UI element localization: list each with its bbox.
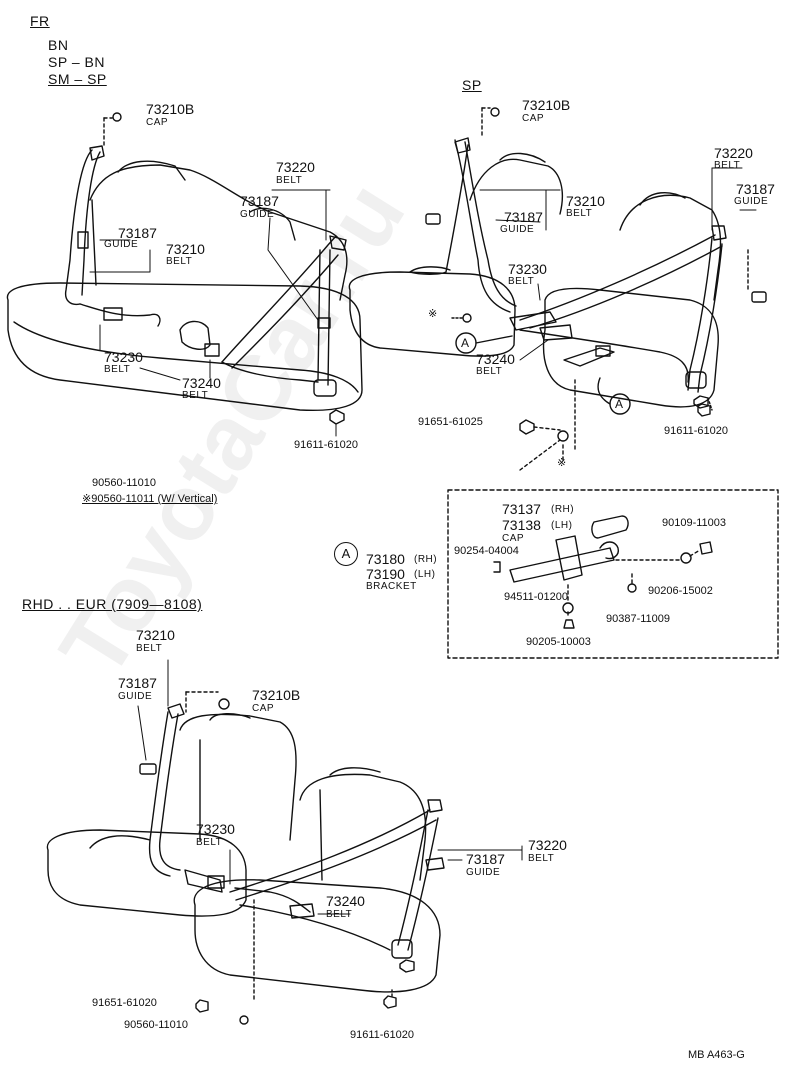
fr-belt-73220-number: 73220 bbox=[276, 159, 315, 175]
fr-belt-73220-name: BELT bbox=[276, 175, 303, 186]
fr-guide-right-number: 73187 bbox=[240, 193, 279, 209]
rhd-seat-drawing bbox=[46, 691, 445, 1025]
rhd-belt-73240-number: 73240 bbox=[326, 893, 365, 909]
bracket-cap-lh-number: 73138 bbox=[502, 517, 541, 533]
sp-ref-a-left: A bbox=[461, 336, 470, 350]
fr-bolt-number: 91611-61020 bbox=[294, 439, 359, 451]
sp-ref-a-right: A bbox=[615, 397, 624, 411]
rhd-guide-right-number: 73187 bbox=[466, 851, 505, 867]
bracket-cap-rh-number: 73137 bbox=[502, 501, 541, 517]
bracket-lh-suffix: (LH) bbox=[414, 569, 436, 580]
sp-guide-mid-number: 73187 bbox=[504, 209, 543, 225]
fr-belt-73210-number: 73210 bbox=[166, 241, 205, 257]
bracket-part-90109: 90109-11003 bbox=[662, 517, 727, 529]
sp-seat-drawing bbox=[348, 107, 767, 471]
fr-belt-73230-number: 73230 bbox=[104, 349, 143, 365]
bracket-ref-a: A bbox=[334, 542, 358, 566]
rhd-belt-73220-number: 73220 bbox=[528, 837, 567, 853]
sp-bolt-right-number: 91611-61020 bbox=[664, 425, 729, 437]
rhd-belt-73210-name: BELT bbox=[136, 643, 163, 654]
fr-guide-left-number: 73187 bbox=[118, 225, 157, 241]
rhd-nut-number: 90560-11010 bbox=[124, 1019, 189, 1031]
fr-header-line2: SP – BN bbox=[48, 54, 105, 70]
fr-belt-73240-number: 73240 bbox=[182, 375, 221, 391]
bracket-cap-rh-suffix: (RH) bbox=[551, 504, 575, 515]
nut-note-line2: ※90560-11011 (W/ Vertical) bbox=[82, 493, 218, 505]
bracket-rh-suffix: (RH) bbox=[414, 554, 438, 565]
rhd-bolt-left-number: 91651-61020 bbox=[92, 997, 157, 1009]
bracket-part-94511: 94511-01200 bbox=[504, 591, 569, 603]
fr-header-title: FR bbox=[30, 13, 50, 29]
sp-belt-73220-name: BELT bbox=[714, 160, 741, 171]
sp-guide-right-number: 73187 bbox=[736, 181, 775, 197]
sp-belt-73230-name: BELT bbox=[508, 276, 535, 287]
rhd-guide-right-name: GUIDE bbox=[466, 867, 501, 878]
rhd-belt-73230-name: BELT bbox=[196, 837, 223, 848]
bracket-cap-name: CAP bbox=[502, 533, 525, 544]
bracket-name: BRACKET bbox=[366, 581, 417, 592]
sp-belt-73240-name: BELT bbox=[476, 366, 503, 377]
rhd-header: RHD . . EUR (7909—8108) bbox=[22, 596, 203, 612]
sp-star-upper: ※ bbox=[428, 308, 438, 320]
sp-bolt-left-number: 91651-61025 bbox=[418, 416, 483, 428]
footer-code: MB A463-G bbox=[688, 1049, 745, 1061]
rhd-guide-left-number: 73187 bbox=[118, 675, 157, 691]
fr-guide-left-name: GUIDE bbox=[104, 239, 139, 250]
fr-belt-73230-name: BELT bbox=[104, 364, 131, 375]
sp-cap-name: CAP bbox=[522, 113, 545, 124]
bracket-part-90254: 90254-04004 bbox=[454, 545, 519, 557]
fr-belt-73210-name: BELT bbox=[166, 256, 193, 267]
sp-belt-73240-number: 73240 bbox=[476, 351, 515, 367]
rhd-cap-number: 73210B bbox=[252, 687, 301, 703]
rhd-belt-73240-name: BELT bbox=[326, 909, 353, 920]
bracket-part-90205: 90205-10003 bbox=[526, 636, 591, 648]
sp-guide-mid-name: GUIDE bbox=[500, 224, 535, 235]
sp-belt-73220-number: 73220 bbox=[714, 145, 753, 161]
rhd-belt-73210-number: 73210 bbox=[136, 627, 175, 643]
rhd-belt-73220-name: BELT bbox=[528, 853, 555, 864]
bracket-cap-lh-suffix: (LH) bbox=[551, 520, 573, 531]
fr-guide-right-name: GUIDE bbox=[240, 209, 275, 220]
sp-header: SP bbox=[462, 77, 482, 93]
rhd-bolt-right-number: 91611-61020 bbox=[350, 1029, 415, 1041]
fr-belt-73240-name: BELT bbox=[182, 390, 209, 401]
rhd-belt-73230-number: 73230 bbox=[196, 821, 235, 837]
fr-header-line1: BN bbox=[48, 37, 69, 53]
fr-seat-drawing bbox=[6, 112, 363, 425]
nut-note-line1: 90560-11010 bbox=[92, 477, 157, 489]
sp-belt-73230-number: 73230 bbox=[508, 261, 547, 277]
sp-cap-number: 73210B bbox=[522, 97, 571, 113]
rhd-cap-name: CAP bbox=[252, 703, 275, 714]
bracket-part-90206: 90206-15002 bbox=[648, 585, 713, 597]
fr-cap-number: 73210B bbox=[146, 101, 195, 117]
rhd-guide-left-name: GUIDE bbox=[118, 691, 153, 702]
fr-cap-name: CAP bbox=[146, 117, 169, 128]
fr-header-line3: SM – SP bbox=[48, 71, 107, 87]
bracket-part-90387: 90387-11009 bbox=[606, 613, 671, 625]
bracket-rh-number: 73180 bbox=[366, 551, 405, 567]
leader-lines bbox=[89, 167, 757, 915]
sp-belt-73210-number: 73210 bbox=[566, 193, 605, 209]
sp-star-lower: ※ bbox=[557, 457, 567, 469]
bracket-lh-number: 73190 bbox=[366, 566, 405, 582]
sp-belt-73210-name: BELT bbox=[566, 208, 593, 219]
sp-guide-right-name: GUIDE bbox=[734, 196, 769, 207]
bracket-detail-drawing bbox=[447, 489, 779, 659]
